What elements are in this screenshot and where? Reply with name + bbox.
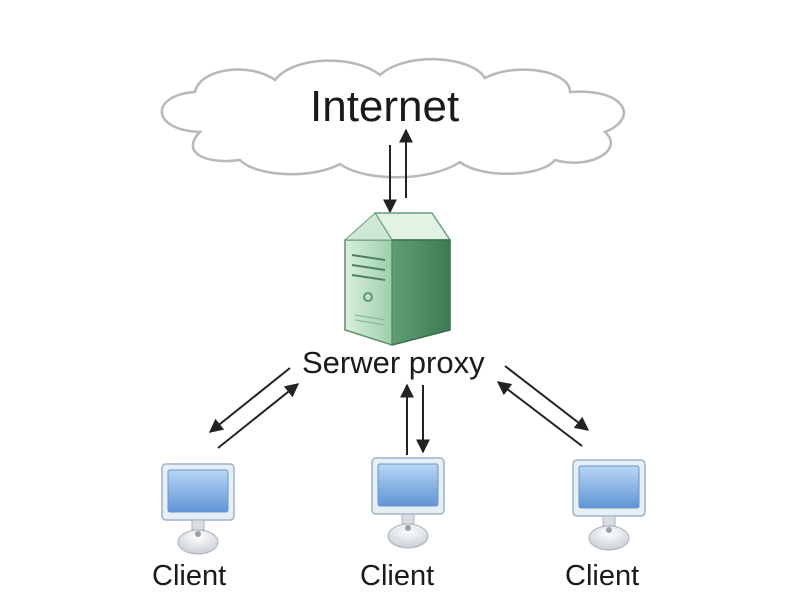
internet-label: Internet [310,82,460,131]
client-label: Client [360,560,435,592]
internet-cloud [160,58,625,179]
proxy-server-label: Serwer proxy [302,345,485,380]
client-monitor-icon [572,459,646,551]
proxy-server-icon [343,212,452,347]
client-monitor-icon [161,463,235,555]
internet-proxy-arrows [383,128,413,214]
proxy-client-arrows [208,365,590,455]
client-label: Client [152,560,227,592]
client-label: Client [565,560,640,592]
client-monitor-icon [371,457,445,549]
